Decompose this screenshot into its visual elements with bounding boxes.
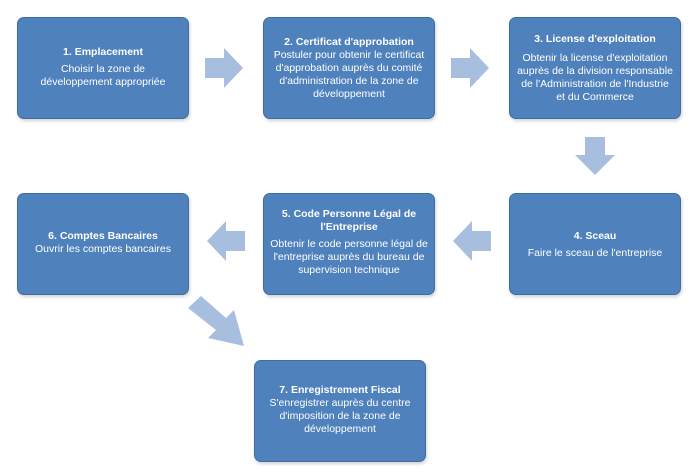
- step-title: 2. Certificat d'approbation: [284, 36, 414, 48]
- step-description: Choisir la zone de développement appropr…: [40, 63, 166, 88]
- step-box-6: 6. Comptes Bancaires Ouvrir les comptes …: [17, 193, 189, 295]
- arrow-down-icon: [575, 137, 615, 175]
- step-description: Ouvrir les comptes bancaires: [35, 243, 171, 255]
- step-title: 5. Code Personne Légal de l'Entreprise: [281, 208, 417, 233]
- step-description: S'enregistrer auprès du centre d'imposit…: [269, 397, 411, 435]
- arrow-diagonal-icon: [188, 296, 246, 348]
- arrow-right-icon: [205, 48, 243, 88]
- step-box-1: 1. Emplacement Choisir la zone de dévelo…: [17, 17, 189, 119]
- arrow-left-icon: [453, 221, 491, 261]
- arrow-right-icon: [451, 48, 489, 88]
- step-box-3: 3. License d'exploitation Obtenir la lic…: [509, 17, 681, 119]
- step-title: 3. License d'exploitation: [534, 33, 656, 45]
- step-title: 4. Sceau: [573, 230, 617, 242]
- step-description: Faire le sceau de l'entreprise: [527, 247, 663, 259]
- step-description: Obtenir la license d'exploitation auprès…: [517, 52, 673, 103]
- arrow-left-icon: [207, 221, 245, 261]
- step-box-5: 5. Code Personne Légal de l'Entreprise O…: [263, 193, 435, 295]
- step-box-7: 7. Enregistrement Fiscal S'enregistrer a…: [254, 360, 426, 462]
- step-title: 6. Comptes Bancaires: [48, 230, 158, 242]
- step-title: 1. Emplacement: [63, 46, 143, 58]
- step-title: 7. Enregistrement Fiscal: [279, 384, 401, 396]
- step-description: Obtenir le code personne légal de l'entr…: [270, 238, 428, 276]
- step-box-4: 4. Sceau Faire le sceau de l'entreprise: [509, 193, 681, 295]
- step-box-2: 2. Certificat d'approbation Postuler pou…: [263, 17, 435, 119]
- step-description: Postuler pour obtenir le certificat d'ap…: [273, 49, 425, 100]
